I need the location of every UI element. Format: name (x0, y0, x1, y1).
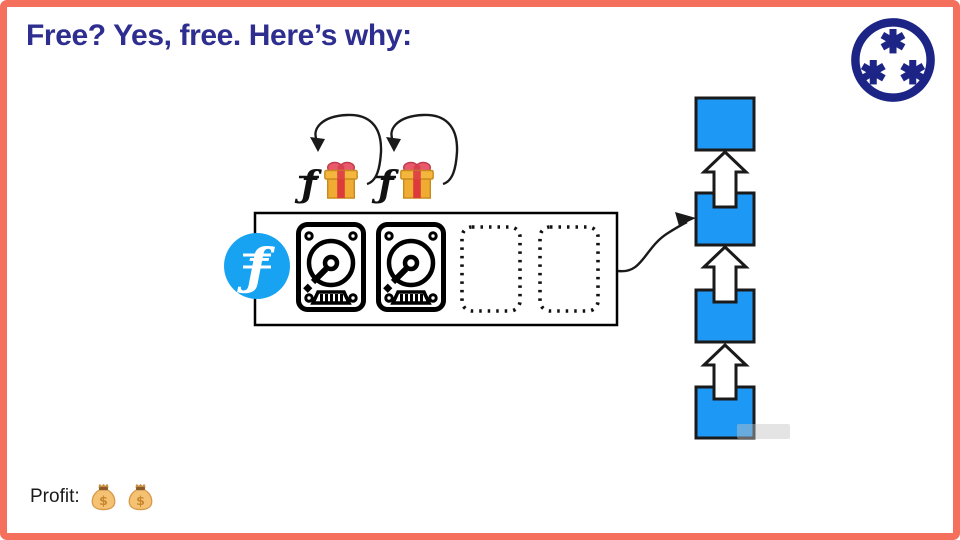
proof-arrowhead (675, 212, 696, 226)
filecoin-token-symbol: ƒ (371, 164, 399, 206)
slide-title: Free? Yes, free. Here’s why: (26, 19, 412, 52)
empty-slot-placeholder (460, 225, 522, 313)
profit-label: Profit: (30, 485, 80, 507)
hard-drive-icon (299, 225, 364, 310)
reward-arrowhead (386, 137, 401, 152)
up-arrow-icon (700, 342, 750, 401)
reward-loop-arrows (314, 113, 459, 186)
proof-arrow (617, 220, 688, 273)
hard-drive-icon (379, 225, 444, 310)
up-arrow-icon (700, 244, 750, 304)
empty-slot-placeholder (538, 225, 600, 313)
image-watermark (737, 424, 790, 439)
gift-icon (400, 161, 434, 199)
three-asterisks-logo-icon (851, 18, 935, 102)
reward-arrowhead (310, 137, 325, 152)
money-bag-icon (127, 482, 154, 511)
filecoin-token-symbol: ƒ (294, 164, 322, 206)
money-bag-icon (90, 482, 117, 511)
chain-block (694, 96, 756, 152)
gift-icon (324, 161, 358, 199)
up-arrow-icon (700, 149, 750, 209)
profit-row: Profit: (30, 482, 154, 511)
